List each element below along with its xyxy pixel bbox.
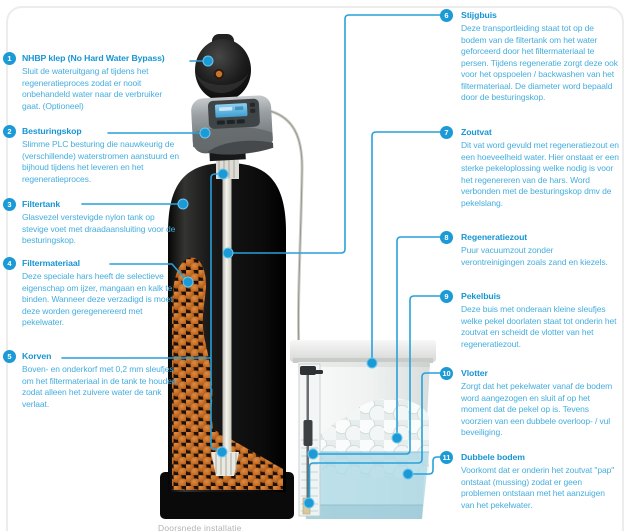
item-4-body: Deze speciale hars heeft de selectieve e… — [22, 271, 173, 327]
double-bottom — [305, 504, 423, 519]
item-4-title: Filtermateriaal — [22, 258, 80, 268]
anchor-dot-10 — [303, 497, 315, 509]
annotation-item-10: 10 Vlotter Zorgt dat het pekelwater vana… — [440, 367, 619, 439]
anchor-dot-3 — [177, 198, 189, 210]
item-10-title: Vlotter — [461, 368, 488, 378]
item-6-body: Deze transportleiding staat tot op de bo… — [461, 23, 618, 102]
item-7-badge: 7 — [440, 126, 453, 139]
float-body — [303, 420, 313, 446]
annotation-item-2: 2 Besturingskop Slimme PLC besturing die… — [3, 125, 182, 185]
item-2-badge: 2 — [3, 125, 16, 138]
item-10-body: Zorgt dat het pekelwater vanaf de bodem … — [461, 381, 613, 437]
item-2-body: Slimme PLC besturing die nauwkeurig de (… — [22, 139, 180, 184]
item-8-title: Regeneratiezout — [461, 232, 528, 242]
item-11-body: Voorkomt dat er onderin het zoutvat "pap… — [461, 465, 615, 510]
item-7-title: Zoutvat — [461, 127, 492, 137]
nhbp-valve — [195, 34, 251, 101]
anchor-dot-7 — [366, 357, 378, 369]
control-buttons — [216, 119, 245, 125]
anchor-dot-1 — [202, 55, 214, 67]
leader-9 — [315, 295, 442, 455]
anchor-dot-5a — [217, 168, 229, 180]
leader-4 — [109, 263, 187, 281]
item-3-title: Filtertank — [22, 199, 61, 209]
item-8-body: Puur vacuumzout zonder verontreinigingen… — [461, 245, 608, 267]
partial-caption: Doorsnede installatie — [158, 523, 242, 531]
item-6-title: Stijgbuis — [461, 10, 497, 20]
riser-tube — [222, 166, 232, 462]
leader-10 — [308, 372, 442, 501]
annotation-item-6: 6 Stijgbuis Deze transportleiding staat … — [440, 9, 619, 104]
brine-tank — [290, 340, 436, 519]
item-1-body: Sluit de wateruitgang af tijdens het reg… — [22, 66, 163, 111]
item-10-badge: 10 — [440, 367, 453, 380]
item-5-badge: 5 — [3, 350, 16, 363]
annotation-item-1: 1 NHBP klep (No Hard Water Bypass) Sluit… — [3, 52, 182, 112]
annotation-item-9: 9 Pekelbuis Deze buis met onderaan klein… — [440, 290, 619, 350]
leader-6 — [230, 14, 442, 254]
item-3-body: Glasvezel verstevigde nylon tank op stev… — [22, 212, 176, 245]
item-9-title: Pekelbuis — [461, 291, 501, 301]
item-6-badge: 6 — [440, 9, 453, 22]
control-head — [191, 95, 274, 162]
annotation-item-7: 7 Zoutvat Dit vat word gevuld met regene… — [440, 126, 619, 209]
anchor-dot-11 — [402, 468, 414, 480]
anchor-dot-5b — [216, 446, 228, 458]
annotation-item-11: 11 Dubbele bodem Voorkomt dat er onderin… — [440, 451, 619, 511]
annotation-item-3: 3 Filtertank Glasvezel verstevigde nylon… — [3, 198, 182, 247]
anchor-dot-4 — [182, 276, 194, 288]
leader-7 — [371, 131, 442, 361]
anchor-dot-8 — [391, 432, 403, 444]
leader-5 — [61, 173, 222, 452]
item-9-badge: 9 — [440, 290, 453, 303]
item-5-title: Korven — [22, 351, 52, 361]
item-2-title: Besturingskop — [22, 126, 82, 136]
item-8-badge: 8 — [440, 231, 453, 244]
leader-11 — [410, 456, 442, 475]
annotation-item-8: 8 Regeneratiezout Puur vacuumzout zonder… — [440, 231, 619, 268]
item-1-badge: 1 — [3, 52, 16, 65]
item-11-badge: 11 — [440, 451, 453, 464]
anchor-dot-9 — [307, 448, 319, 460]
item-3-badge: 3 — [3, 198, 16, 211]
brine-tank-lid — [290, 340, 436, 362]
brine-hose — [265, 108, 304, 353]
item-1-title: NHBP klep (No Hard Water Bypass) — [22, 53, 165, 63]
valve-port — [213, 68, 225, 80]
annotation-item-5: 5 Korven Boven- en onderkorf met 0,2 mm … — [3, 350, 182, 410]
leader-lines — [61, 14, 442, 501]
annotation-item-4: 4 Filtermateriaal Deze speciale hars hee… — [3, 257, 182, 329]
item-9-body: Deze buis met onderaan kleine sleufjes w… — [461, 304, 617, 349]
anchor-dot-6 — [222, 247, 234, 259]
leader-8 — [396, 236, 442, 436]
item-7-body: Dit vat word gevuld met regeneratiezout … — [461, 140, 619, 208]
item-4-badge: 4 — [3, 257, 16, 270]
anchor-dot-2 — [199, 127, 211, 139]
item-11-title: Dubbele bodem — [461, 452, 525, 462]
bottom-basket — [211, 452, 239, 476]
brine-water — [301, 452, 429, 519]
anchor-dots — [177, 55, 414, 509]
item-5-body: Boven- en onderkorf met 0,2 mm sleufjes … — [22, 364, 179, 409]
